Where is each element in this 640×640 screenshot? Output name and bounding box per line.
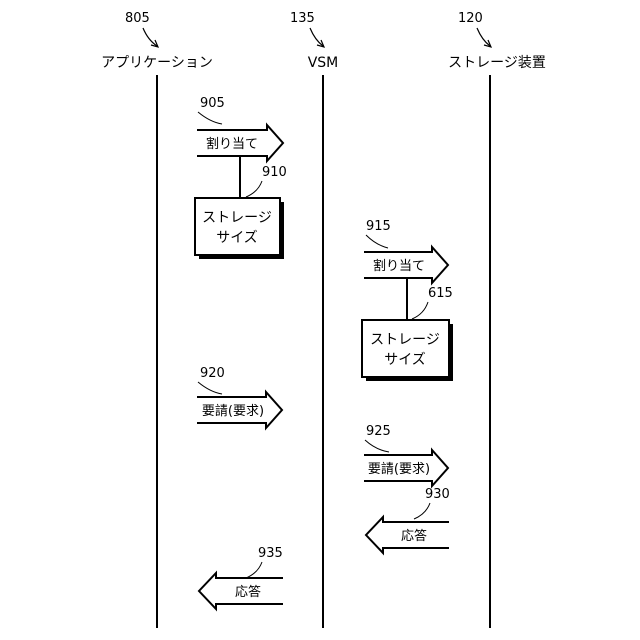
- box-ref: 910: [262, 165, 287, 180]
- message-label: 応答: [235, 584, 261, 600]
- leader-line: [246, 562, 262, 578]
- message-ref: 930: [425, 487, 450, 502]
- message-label: 応答: [401, 528, 427, 544]
- lifeline-vsm-ref: 135: [290, 11, 315, 26]
- message-ref: 905: [200, 96, 225, 111]
- leader-line: [412, 302, 428, 319]
- leader-line: [365, 440, 389, 452]
- message-ref: 920: [200, 366, 225, 381]
- leader-line: [198, 112, 222, 124]
- lifeline-application-ref: 805: [125, 11, 150, 26]
- lifeline-application-label: アプリケーション: [101, 55, 213, 71]
- leader-line: [143, 28, 157, 46]
- box-ref: 615: [428, 286, 453, 301]
- message-ref: 935: [258, 546, 283, 561]
- message-label: 要請(要求): [202, 404, 264, 419]
- box-frame: [362, 320, 449, 377]
- message-label: 割り当て: [373, 258, 425, 274]
- message-935-response: 935 応答: [199, 546, 283, 609]
- leader-line: [310, 28, 323, 46]
- message-920-request: 920 要請(要求): [197, 366, 282, 428]
- lifeline-storage-device: 120 ストレージ装置: [448, 11, 546, 628]
- box-text-line1: ストレージ: [202, 210, 272, 226]
- message-930-response: 930 応答: [366, 487, 450, 553]
- message-915-allocate: 915 割り当て: [364, 219, 448, 319]
- lifeline-vsm-label: VSM: [308, 55, 339, 71]
- leader-line: [366, 235, 388, 248]
- lifeline-storage-device-ref: 120: [458, 11, 483, 26]
- message-label: 割り当て: [206, 136, 258, 152]
- box-text-line1: ストレージ: [370, 332, 440, 348]
- box-text-line2: サイズ: [384, 352, 426, 368]
- message-925-request: 925 要請(要求): [364, 424, 448, 486]
- message-label: 要請(要求): [368, 462, 430, 477]
- message-905-allocate: 905 割り当て: [197, 96, 283, 197]
- message-ref: 925: [366, 424, 391, 439]
- leader-line: [414, 503, 430, 519]
- box-text-line2: サイズ: [216, 230, 258, 246]
- leader-line: [477, 28, 490, 46]
- leader-line: [246, 181, 262, 197]
- leader-line: [198, 382, 222, 394]
- lifeline-storage-device-label: ストレージ装置: [448, 55, 546, 71]
- lifeline-application: 805 アプリケーション: [101, 11, 213, 628]
- message-ref: 915: [366, 219, 391, 234]
- lifeline-vsm: 135 VSM: [290, 11, 338, 628]
- box-frame: [195, 198, 280, 255]
